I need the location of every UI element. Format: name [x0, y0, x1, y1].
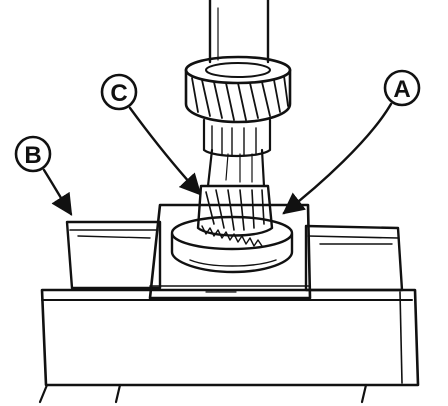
callout-b-label: B — [24, 142, 41, 169]
callout-c-circle — [100, 73, 138, 111]
press-platform — [148, 203, 312, 300]
callout-b: B — [14, 135, 73, 216]
callout-a-arrow — [282, 102, 393, 215]
helical-gear — [184, 55, 292, 158]
callout-a: A — [282, 69, 421, 215]
callout-c-arrow — [128, 106, 202, 196]
callout-b-circle — [14, 135, 52, 173]
callout-b-arrow — [42, 168, 73, 216]
callout-a-label: A — [393, 76, 410, 103]
bearing — [196, 184, 274, 247]
bearing-support-plate — [170, 215, 294, 274]
callout-c: C — [100, 73, 202, 196]
press-bed — [38, 288, 420, 404]
callout-c-label: C — [110, 80, 127, 107]
callout-a-circle — [383, 69, 421, 107]
shaft — [206, 0, 270, 188]
support-rails — [65, 220, 404, 292]
